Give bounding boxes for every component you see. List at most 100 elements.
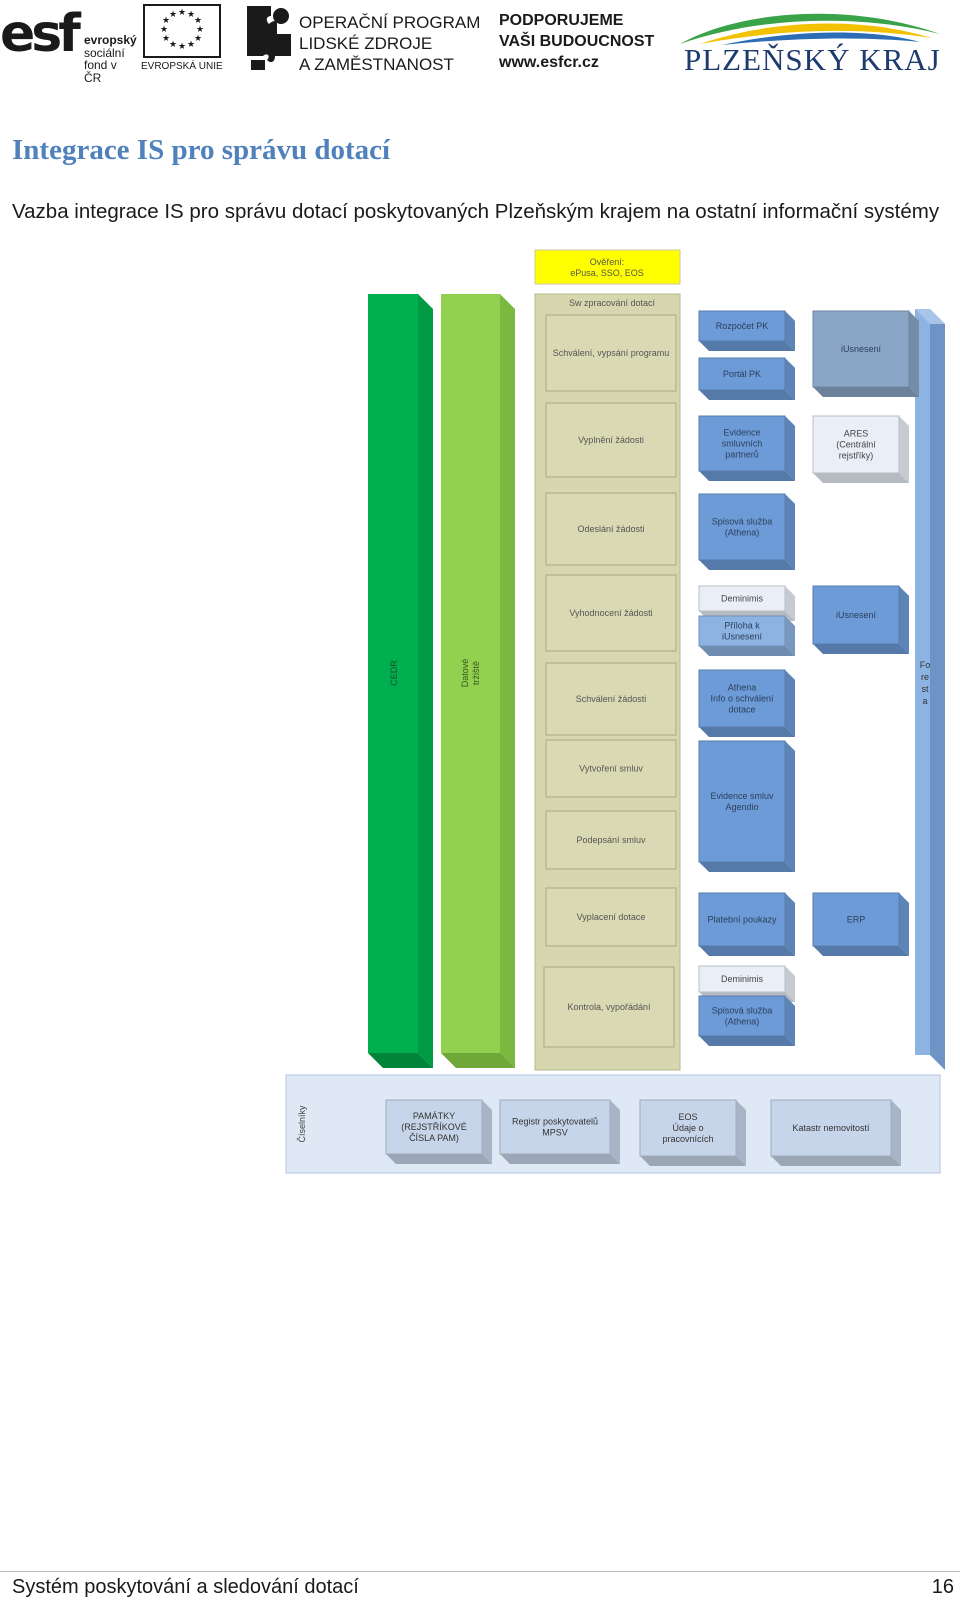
cedr-column: CEDR (368, 294, 433, 1068)
svg-text:★: ★ (194, 16, 202, 26)
erp-box: ERP (812, 892, 909, 956)
iusneseni-mid-box: iUsnesení (812, 585, 909, 654)
process-step-line: Vyplacení dotace (577, 912, 646, 922)
process-step: Schválení, vypsání programu (545, 314, 677, 392)
auth-box: Ověření: ePusa, SSO, EOS (534, 249, 681, 285)
datove-trziste-column: Datové tržiště (441, 294, 515, 1068)
process-step: Vyplnění žádosti (545, 402, 677, 478)
svg-text:★: ★ (162, 34, 170, 44)
register-box-line: Katastr nemovitostí (792, 1123, 870, 1133)
portal-pk-box: Portál PK (698, 357, 795, 400)
platebni-poukazy-box-line: Platební poukazy (707, 915, 777, 925)
eu-stars-icon: ★★★ ★★★ ★★★ ★★★ (160, 8, 204, 52)
priloha-iusneseni-box-line: iUsnesení (722, 632, 763, 642)
page-subtitle: Vazba integrace IS pro správu dotací pos… (12, 200, 940, 223)
athena-info-box-line: dotace (728, 705, 755, 715)
process-step-line: Schválení žádosti (576, 694, 647, 704)
esf-line-3: fond v ČR (84, 58, 117, 85)
process-step: Vyplacení dotace (545, 887, 677, 947)
priloha-iusneseni-box-line: Příloha k (724, 621, 760, 631)
foresta-column: Fo re st a (915, 309, 945, 1070)
puzzle-icon (247, 6, 291, 70)
process-step-line: Odeslání žádosti (577, 524, 644, 534)
iusneseni-mid-box-line: iUsnesení (836, 610, 877, 620)
auth-line-2: ePusa, SSO, EOS (570, 268, 644, 278)
eu-label: EVROPSKÁ UNIE (141, 61, 223, 72)
register-box-line: MPSV (542, 1128, 568, 1138)
svg-text:★: ★ (178, 8, 186, 18)
process-step-line: Vyhodnocení žádosti (569, 608, 652, 618)
deminimis-1-box: Deminimis (698, 585, 795, 621)
svg-text:★: ★ (196, 25, 204, 35)
esf-line-1: evropský (84, 33, 137, 47)
slogan-line-1: PODPORUJEME (499, 12, 624, 29)
process-step: Schválení žádosti (545, 662, 677, 736)
evidence-partneru-box-line: Evidence (723, 428, 760, 438)
process-step-line: Podepsání smluv (576, 835, 646, 845)
eu-logo: ★★★ ★★★ ★★★ ★★★ EVROPSKÁ UNIE (141, 4, 223, 72)
spisova-sluzba-2-box: Spisová služba(Athena) (698, 995, 795, 1046)
process-step-line: Schválení, vypsání programu (553, 348, 670, 358)
plzensky-kraj-logo: PLZEŇSKÝ KRAJ (670, 4, 955, 78)
region-swoosh-icon (680, 13, 940, 45)
evidence-smluv-box-line: Agendio (725, 802, 758, 812)
process-step: Kontrola, vypořádání (543, 966, 675, 1048)
spisova-sluzba-2-box-line: Spisová služba (712, 1006, 773, 1016)
ares-box-line: ARES (844, 429, 869, 439)
foresta-label-2: re (921, 672, 929, 682)
process-step: Podepsání smluv (545, 810, 677, 870)
athena-info-box-line: Info o schválení (710, 694, 774, 704)
esf-mark: esf (0, 4, 81, 64)
spisova-sluzba-1-box-line: (Athena) (725, 528, 760, 538)
datove-label-1: Datové (460, 659, 470, 688)
register-box-line: EOS (678, 1112, 697, 1122)
eu-flag-icon: ★★★ ★★★ ★★★ ★★★ (143, 4, 221, 58)
iusneseni-top-box-line: iUsnesení (841, 344, 882, 354)
portal-pk-box-line: Portál PK (723, 369, 761, 379)
svg-text:★: ★ (194, 34, 202, 44)
ares-box-line: (Centrální (836, 440, 876, 450)
op-line-2: LIDSKÉ ZDROJE (299, 34, 433, 53)
deminimis-2-box: Deminimis (698, 965, 795, 1002)
foresta-label-3: st (921, 684, 929, 694)
registers-panel: Číselníky (285, 1074, 941, 1174)
foresta-label-4: a (922, 696, 927, 706)
svg-text:★: ★ (169, 10, 177, 20)
register-box-line: (REJSTŘÍKOVÉ (401, 1122, 467, 1132)
op-logo: OPERAČNÍ PROGRAM LIDSKÉ ZDROJE A ZAMĚSTN… (245, 4, 485, 74)
cedr-label: CEDR (389, 660, 399, 686)
op-caption: OPERAČNÍ PROGRAM LIDSKÉ ZDROJE A ZAMĚSTN… (299, 12, 480, 75)
esf-line-2: sociální (84, 45, 125, 60)
process-header: Sw zpracování dotací (569, 298, 656, 308)
ares-box-line: rejstříky) (839, 451, 874, 461)
process-step-line: Vyplnění žádosti (578, 435, 644, 445)
register-box-line: pracovnících (662, 1134, 713, 1144)
rozpocet-pk-box: Rozpočet PK (698, 310, 795, 351)
region-name: PLZEŇSKÝ KRAJ (684, 42, 941, 77)
registers-label: Číselníky (297, 1105, 307, 1143)
deminimis-2-box-line: Deminimis (721, 974, 764, 984)
slogan-line-2: VAŠI BUDOUCNOST (499, 33, 655, 50)
page-number: 16 (931, 1576, 954, 1598)
iusneseni-top-box: iUsnesení (812, 310, 919, 397)
svg-text:★: ★ (187, 40, 195, 50)
register-box-line: PAMÁTKY (413, 1111, 455, 1121)
erp-box-line: ERP (847, 915, 866, 925)
spisova-sluzba-1-box: Spisová služba(Athena) (698, 493, 795, 570)
evidence-partneru-box-line: smluvních (722, 439, 763, 449)
support-slogan: PODPORUJEME VAŠI BUDOUCNOST www.esfcr.cz (499, 10, 654, 73)
spisova-sluzba-1-box-line: Spisová služba (712, 517, 773, 527)
svg-text:★: ★ (187, 10, 195, 20)
athena-info-box-line: Athena (728, 683, 757, 693)
spisova-sluzba-2-box-line: (Athena) (725, 1017, 760, 1027)
